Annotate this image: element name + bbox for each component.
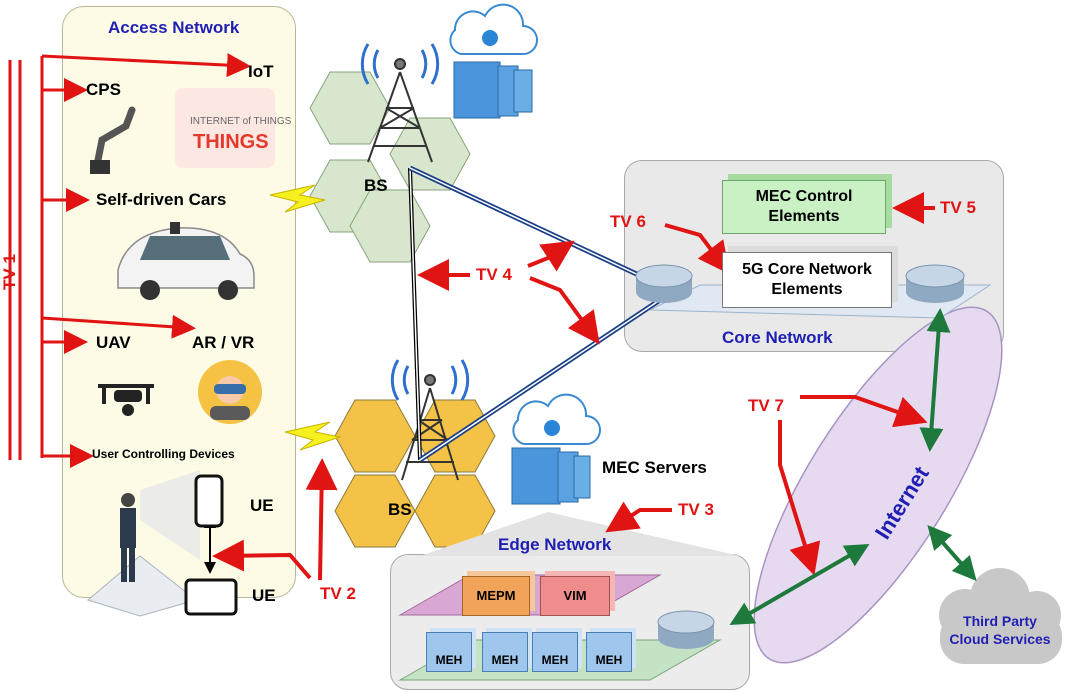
mec-control-elements-box: MEC Control Elements [722,180,886,234]
tv1-lines [8,53,251,468]
vim-label: VIM [563,588,587,603]
core-elements-box: 5G Core Network Elements [722,252,892,308]
tv5-label: TV 5 [940,198,976,217]
smartphone-icon [194,474,224,528]
svg-text:INTERNET of THINGS: INTERNET of THINGS [190,116,292,127]
bs-top-label: BS [364,176,388,195]
svg-text:THINGS: THINGS [193,131,269,153]
third-party-cloud-icon [939,568,1062,664]
access-network-title: Access Network [108,18,240,37]
core-router-left-icon [635,264,693,303]
drone-icon [98,384,154,416]
edge-plane-top [398,574,662,616]
tv3-label: TV 3 [678,500,714,519]
meh-label: MEH [435,653,463,667]
core-network-title: Core Network [722,328,833,347]
lightning-bolt-top [269,184,326,213]
vim-box: VIM [540,576,610,616]
meh-box: MEH [586,632,632,672]
tablet-icon [184,578,238,616]
self-driving-car-icon [117,222,255,300]
ue-top-label: UE [250,496,274,515]
meh-label: MEH [491,653,519,667]
tv4-label: TV 4 [476,265,512,284]
tv1-label: TV 1 [0,254,19,290]
uav-label: UAV [96,333,131,352]
edge-mec-server-icon [511,393,601,505]
edge-network-title: Edge Network [498,535,612,554]
mec-control-label: MEC Control Elements [755,188,853,225]
ar-vr-label: AR / VR [192,333,255,352]
ue-bottom-label: UE [252,586,276,605]
user-controlling-devices-label: User Controlling Devices [92,447,235,461]
self-driven-cars-label: Self-driven Cars [96,190,227,209]
mec-servers-label: MEC Servers [602,458,707,477]
top-tower-icon [360,43,440,163]
mepm-box: MEPM [462,576,530,616]
internet-links [729,308,977,626]
third-party-cloud-label: Third Party Cloud Services [949,613,1051,647]
tv2-label: TV 2 [320,584,356,603]
vr-user-icon [198,360,262,424]
iot-cluster-icon: INTERNET of THINGS THINGS [175,88,292,168]
bottom-cell-hexagons [334,399,496,548]
backhaul-links [408,165,662,463]
bottom-tower-icon [390,359,470,481]
core-elements-label: 5G Core Network Elements [742,261,872,298]
meh-label: MEH [541,653,569,667]
tv7-label: TV 7 [748,396,784,415]
person-on-phone-icon [86,470,200,617]
meh-box: MEH [532,632,578,672]
tv6-label: TV 6 [610,212,646,231]
top-mec-server-icon [449,3,538,119]
lightning-bolt-bottom [284,421,342,451]
edge-network-cone [420,512,740,556]
cps-label: CPS [86,80,121,99]
threat-vector-arrows [212,192,935,581]
edge-router-icon [657,610,715,649]
meh-box: MEH [482,632,528,672]
core-router-right-icon [905,264,965,303]
robot-arm-icon [90,106,136,174]
mepm-label: MEPM [476,588,516,603]
meh-label: MEH [595,653,623,667]
bs-bottom-label: BS [388,500,412,519]
meh-box: MEH [426,632,472,672]
iot-label: IoT [248,62,274,81]
